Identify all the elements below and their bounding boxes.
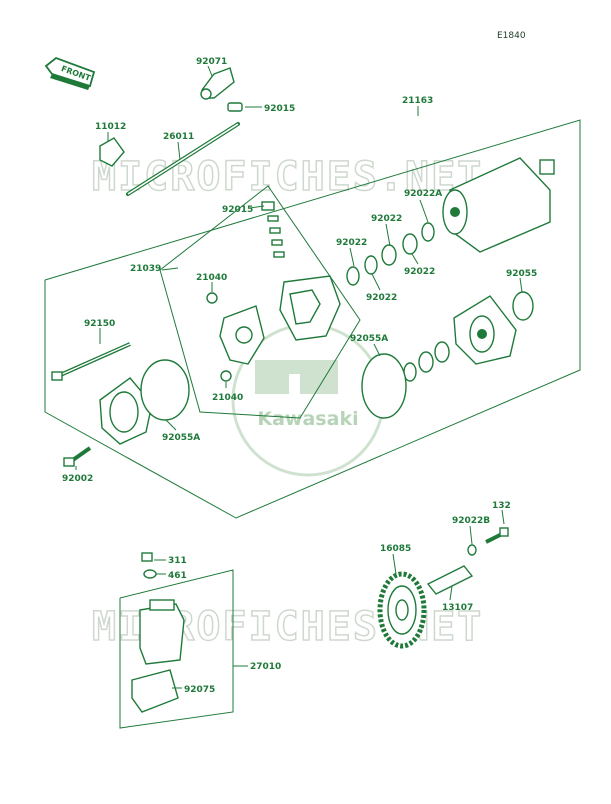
- label-132: 132: [492, 501, 511, 511]
- part-92055A-oring-right: [361, 353, 407, 419]
- part-21039-brush-holder: [219, 275, 341, 365]
- label-21040-upper: 21040: [196, 273, 227, 283]
- label-13107: 13107: [442, 603, 473, 613]
- part-27010-relay: [139, 599, 185, 665]
- label-92022-4: 92022: [366, 293, 397, 303]
- front-arrow-icon: FRONT: [44, 56, 96, 90]
- label-27010: 27010: [250, 662, 281, 672]
- label-92022B: 92022B: [452, 516, 490, 526]
- label-92022-1: 92022: [371, 214, 402, 224]
- washer-stack-lower: [403, 341, 450, 382]
- part-21163-starter-motor: [442, 157, 555, 253]
- label-92071: 92071: [196, 57, 227, 67]
- washer-stack-upper: [346, 222, 435, 286]
- part-labels: 92071 92015 21163 11012 26011 92015 9202…: [62, 57, 537, 695]
- part-92015-nut-top: [227, 102, 243, 112]
- label-16085: 16085: [380, 544, 411, 554]
- part-21040-spring-lower: [220, 370, 232, 382]
- label-92022-2: 92022: [336, 238, 367, 248]
- part-92002-bolt: [63, 446, 92, 467]
- label-92055A-left: 92055A: [162, 433, 200, 443]
- part-92015-stack: [261, 201, 285, 258]
- label-461: 461: [168, 571, 187, 581]
- part-26011-lead: [126, 122, 240, 196]
- part-92075-cover: [131, 669, 179, 713]
- label-311: 311: [168, 556, 187, 566]
- label-92015-top: 92015: [264, 104, 295, 114]
- part-end-cover-right: [453, 295, 517, 365]
- label-21163: 21163: [402, 96, 433, 106]
- label-21039: 21039: [130, 264, 161, 274]
- part-92071-cap: [200, 67, 235, 100]
- part-92022B-washer: [467, 544, 477, 556]
- part-311-nut: [141, 552, 153, 562]
- label-92055: 92055: [506, 269, 537, 279]
- part-16085-gear: [377, 571, 427, 649]
- label-92075: 92075: [184, 685, 215, 695]
- brush-holder-outline: [159, 185, 361, 419]
- label-26011: 26011: [163, 132, 194, 142]
- label-92055A-right: 92055A: [350, 334, 388, 344]
- label-92022-3: 92022: [404, 267, 435, 277]
- label-92002: 92002: [62, 474, 93, 484]
- label-92015-stack: 92015: [222, 205, 253, 215]
- label-21040-lower: 21040: [212, 393, 243, 403]
- part-11012-boot: [99, 137, 125, 167]
- part-21040-spring-upper: [206, 292, 218, 304]
- assembly-outline: [44, 119, 581, 519]
- part-461-washer: [143, 569, 157, 579]
- leader-lines: [75, 65, 523, 689]
- label-92150: 92150: [84, 319, 115, 329]
- label-11012: 11012: [95, 122, 126, 132]
- part-92150-through-bolt: [51, 342, 131, 381]
- part-13107-shaft: [426, 565, 474, 595]
- part-92055-oring: [512, 291, 534, 321]
- part-92055A-oring-left: [140, 359, 190, 421]
- label-92022A: 92022A: [404, 189, 442, 199]
- part-front-cover-left: [99, 377, 153, 445]
- part-132-bolt: [485, 527, 509, 544]
- diagram-code: E1840: [497, 31, 526, 41]
- relay-outline: [119, 569, 234, 729]
- logo-text: Kawasaki: [257, 408, 358, 430]
